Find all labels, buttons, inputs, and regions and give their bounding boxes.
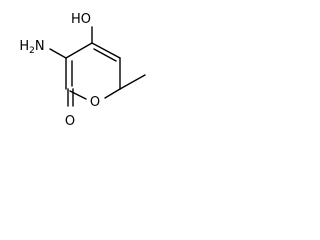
amino-n: N (35, 39, 45, 54)
bond-c3-nh2 (49, 48, 67, 59)
amino-h: H (19, 39, 29, 54)
bond-c4-c5-inner (93, 48, 117, 62)
bond-c6-methyl (119, 74, 146, 90)
amino-label: H2N (19, 39, 44, 56)
molecule-structure: HO H2N O O (19, 12, 146, 129)
bond-c4-c5 (91, 42, 121, 59)
hydroxyl-label: HO (71, 12, 91, 27)
ring-oxygen-label: O (90, 95, 100, 110)
bond-c3-c4 (65, 42, 93, 59)
carbonyl-oxygen-label: O (65, 114, 75, 129)
bond-c6-o1 (104, 88, 121, 99)
amino-subscript: 2 (29, 46, 35, 56)
